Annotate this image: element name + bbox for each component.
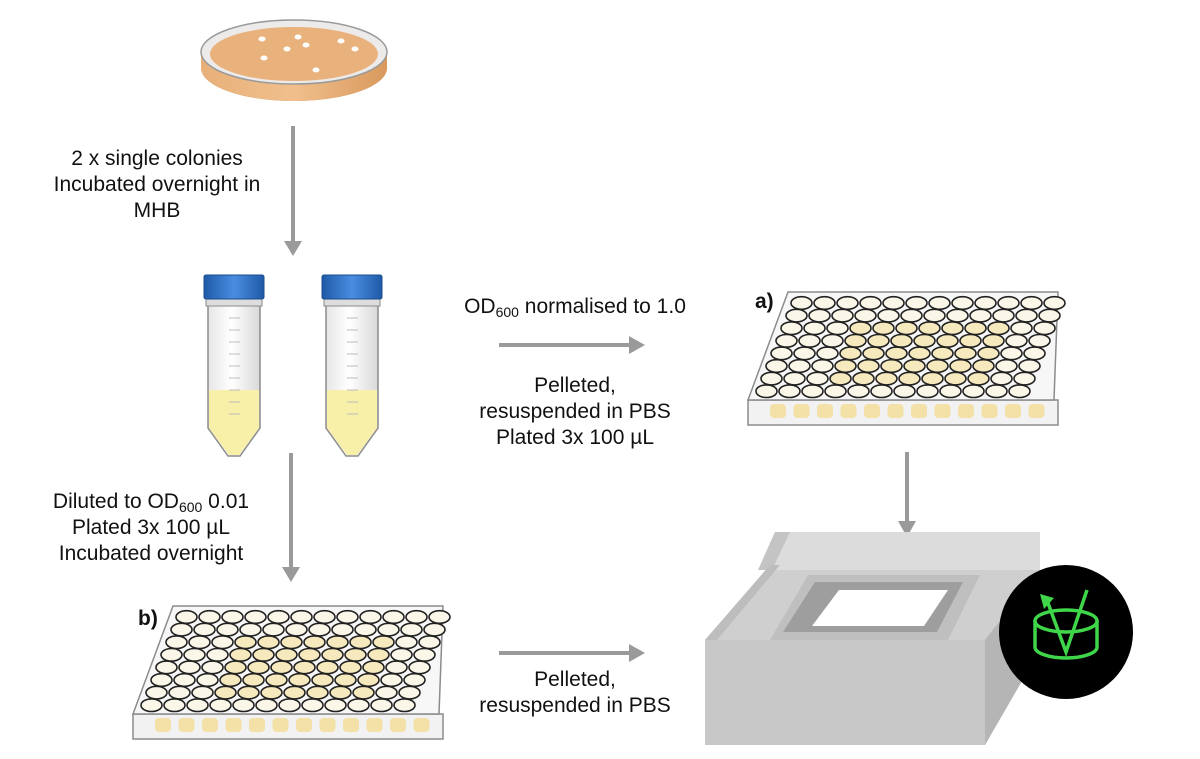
arrow-dish-to-tubes xyxy=(284,126,302,256)
dilute-line-2: Plated 3x 100 µL xyxy=(71,516,231,539)
arrow-tubes-to-plate-a xyxy=(499,336,645,354)
well-plate-icon xyxy=(131,605,451,740)
arrow-tubes-to-plate-b xyxy=(282,453,300,582)
pellet-b-step-label: Pelleted, resuspended in PBS xyxy=(440,667,710,719)
normalise-step-label: OD600 normalised to 1.0 xyxy=(430,294,720,320)
arrow-plate-b-to-reader xyxy=(499,644,645,662)
pellet-b-line-2: resuspended in PBS xyxy=(479,694,671,717)
arrow-plate-a-to-reader xyxy=(898,452,916,537)
pellet-a-line-3: Plated 3x 100 µL xyxy=(495,426,655,449)
dilute-od-subscript: 600 xyxy=(178,499,203,515)
absorbance-icon xyxy=(999,565,1133,699)
plate-b-label: b) xyxy=(138,607,158,630)
plate-a-label: a) xyxy=(755,290,774,313)
dilute-line-3: Incubated overnight xyxy=(58,542,244,565)
dilute-od-prefix: Diluted to OD xyxy=(52,490,179,513)
overnight-line-2: Incubated overnight in xyxy=(53,173,261,196)
overnight-line-3: MHB xyxy=(133,199,181,222)
pellet-b-line-1: Pelleted, xyxy=(534,668,616,691)
dilute-line-1: Diluted to OD600 0.01 xyxy=(20,489,282,515)
dilute-od-suffix: 0.01 xyxy=(202,490,250,513)
overnight-line-1: 2 x single colonies xyxy=(71,147,243,170)
plate-reader-icon xyxy=(705,532,1040,745)
falcon-tube-icon xyxy=(203,274,265,457)
od-subscript: 600 xyxy=(495,304,519,320)
pellet-a-step-label: Pelleted, resuspended in PBS Plated 3x 1… xyxy=(440,373,710,451)
arrows xyxy=(282,126,916,662)
pellet-a-line-2: resuspended in PBS xyxy=(479,400,671,423)
falcon-tube-icon xyxy=(321,274,383,457)
dilute-step-label: Diluted to OD600 0.01 Plated 3x 100 µL I… xyxy=(20,489,282,567)
pellet-a-line-1: Pelleted, xyxy=(534,374,616,397)
overnight-step-label: 2 x single colonies Incubated overnight … xyxy=(22,146,292,224)
od-prefix: OD xyxy=(464,295,496,318)
petri-dish-icon xyxy=(200,19,388,101)
well-plate-icon xyxy=(746,291,1066,426)
od-suffix: normalised to 1.0 xyxy=(518,295,686,318)
